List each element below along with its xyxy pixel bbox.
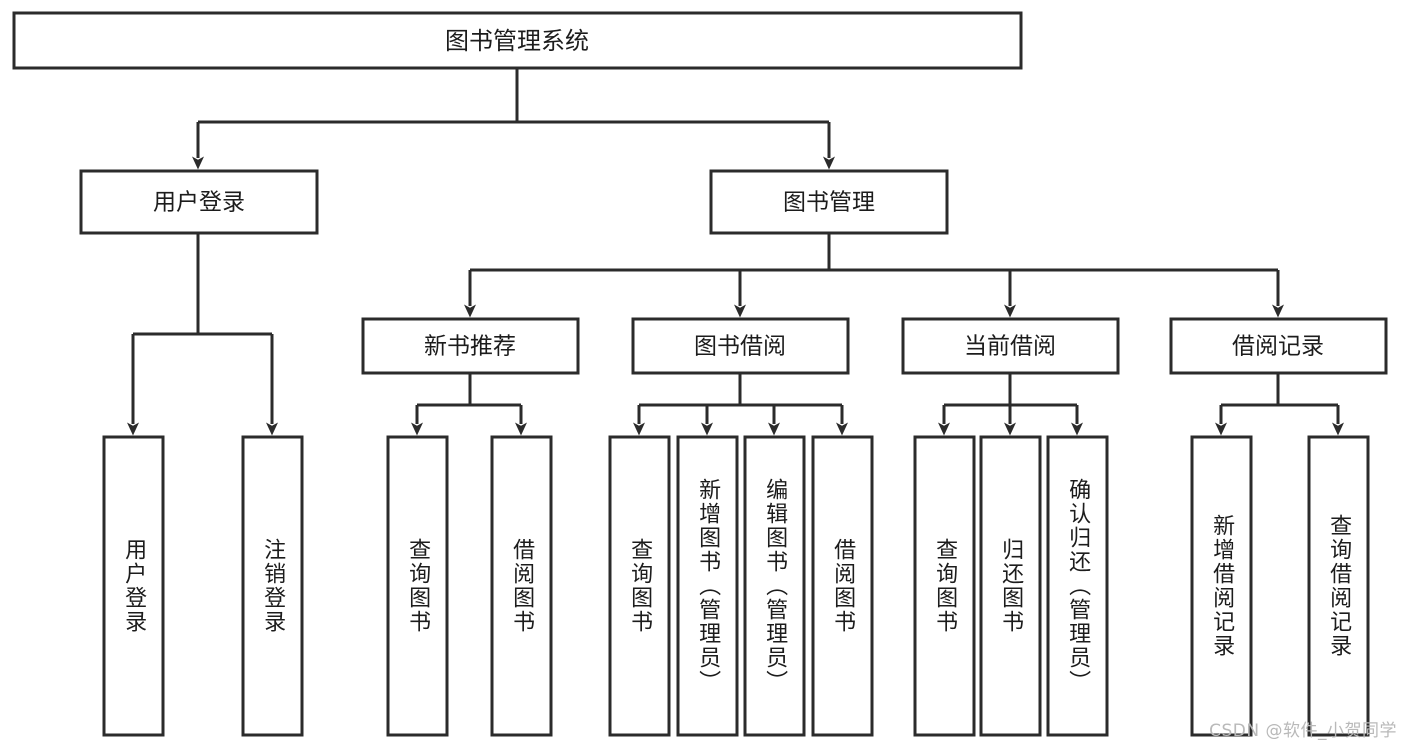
leaf-boxes	[102, 435, 1370, 737]
node-leaf-query-record-box[interactable]	[1307, 435, 1370, 737]
node-new-book-rec-box[interactable]	[361, 317, 580, 375]
node-user-login[interactable]: 用户登录	[79, 169, 319, 235]
node-leaf-query-book-2-box[interactable]	[608, 435, 671, 737]
node-book-manage-label: 图书管理	[783, 190, 875, 216]
node-current-borrow-label: 当前借阅	[964, 334, 1056, 360]
node-book-borrow-box[interactable]	[631, 317, 850, 375]
node-user-login-box[interactable]	[79, 169, 319, 235]
node-current-borrow-box[interactable]	[901, 317, 1120, 375]
node-leaf-query-book-1-box[interactable]	[386, 435, 449, 737]
node-new-book-rec-label: 新书推荐	[424, 334, 516, 360]
node-new-book-rec[interactable]: 新书推荐	[361, 317, 580, 375]
node-borrow-record-box[interactable]	[1169, 317, 1388, 375]
node-borrow-record-label: 借阅记录	[1232, 334, 1324, 360]
node-root-label: 图书管理系统	[445, 27, 589, 55]
node-leaf-query-book-3-box[interactable]	[913, 435, 976, 737]
node-leaf-edit-book-box[interactable]	[743, 435, 806, 737]
node-book-borrow[interactable]: 图书借阅	[631, 317, 850, 375]
node-leaf-confirm-return-box[interactable]	[1046, 435, 1109, 737]
node-book-manage-box[interactable]	[709, 169, 949, 235]
node-leaf-borrow-book-2-box[interactable]	[811, 435, 874, 737]
node-leaf-add-record-box[interactable]	[1190, 435, 1253, 737]
node-leaf-user-logout-box[interactable]	[241, 435, 304, 737]
node-book-manage[interactable]: 图书管理	[709, 169, 949, 235]
node-user-login-label: 用户登录	[153, 190, 245, 216]
node-current-borrow[interactable]: 当前借阅	[901, 317, 1120, 375]
node-root[interactable]: 图书管理系统	[12, 11, 1023, 70]
node-leaf-add-book-box[interactable]	[676, 435, 739, 737]
node-borrow-record[interactable]: 借阅记录	[1169, 317, 1388, 375]
watermark-text: CSDN @软件_小贺同学	[1209, 721, 1397, 741]
node-leaf-user-login-box[interactable]	[102, 435, 165, 737]
connector-layer	[127, 68, 1344, 436]
node-leaf-return-book-box[interactable]	[979, 435, 1042, 737]
node-leaf-borrow-book-1-box[interactable]	[490, 435, 553, 737]
node-book-borrow-label: 图书借阅	[694, 334, 786, 360]
node-root-box[interactable]	[12, 11, 1023, 70]
